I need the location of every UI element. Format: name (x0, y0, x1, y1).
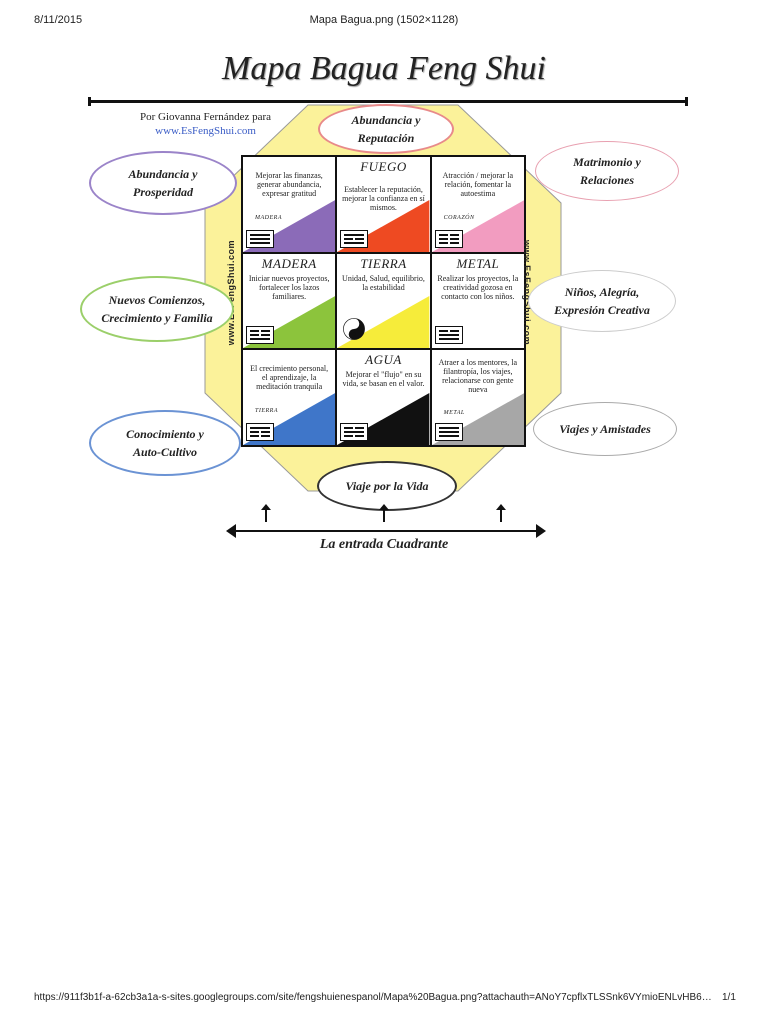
area-bottom: Viaje por la Vida (317, 461, 457, 511)
cell-helpful-people: Atraer a los mentores, la filantropía, l… (431, 350, 524, 445)
credit: Por Giovanna Fernández para www.EsFengSh… (140, 110, 271, 138)
area-line: Conocimiento y (126, 427, 204, 441)
cell-tag: METAL (443, 410, 465, 417)
cell-career: AGUA Mejorar el "flujo" en su vida, se b… (337, 350, 430, 445)
area-top: Abundancia y Reputación (318, 104, 454, 154)
trigram-icon (434, 326, 463, 345)
page-url[interactable]: https://911f3b1f-a-62cb3a1a-s-sites.goog… (34, 992, 714, 1003)
area-line: Relaciones (580, 173, 634, 187)
area-top-left: Abundancia y Prosperidad (89, 151, 237, 215)
cell-tag: MADERA (255, 215, 282, 221)
trigram-icon (340, 229, 369, 248)
area-line: Crecimiento y Familia (101, 311, 213, 325)
side-url-left: www.EsFengShui.com (226, 240, 236, 346)
area-line: Niños, Alegría, (564, 285, 640, 299)
title-rule (88, 97, 688, 106)
element-name: TIERRA (360, 255, 407, 271)
area-line: Abundancia y (351, 113, 421, 127)
arrow-up-icon (496, 504, 506, 522)
cell-description: Establecer la reputación, mejorar la con… (342, 185, 425, 212)
area-line: Viaje por la Vida (345, 479, 429, 493)
cell-wealth: Mejorar las finanzas, generar abundancia… (243, 157, 336, 252)
area-line: Abundancia y (128, 167, 198, 181)
bagua-grid: Mejorar las finanzas, generar abundancia… (241, 155, 526, 447)
cell-description: El crecimiento personal, el aprendizaje,… (250, 364, 329, 392)
element-name: METAL (456, 255, 500, 271)
trigram-icon (246, 422, 274, 441)
cell-knowledge: El crecimiento personal, el aprendizaje,… (243, 350, 336, 445)
trigram-icon (434, 229, 463, 248)
arrow-up-icon (261, 504, 271, 522)
cell-relationships: Atracción / mejorar la relación, fomenta… (431, 157, 524, 252)
cell-fame: FUEGO Establecer la reputación, mejorar … (337, 157, 430, 252)
cell-tag: CORAZÓN (443, 215, 475, 221)
diagram-title: Mapa Bagua Feng Shui (222, 50, 546, 87)
element-name: FUEGO (360, 159, 407, 174)
cell-description: Mejorar las finanzas, generar abundancia… (255, 171, 323, 198)
trigram-icon (246, 326, 274, 345)
area-mid-right: Niños, Alegría, Expresión Creativa (528, 270, 676, 332)
arrow-right-icon (536, 524, 546, 538)
cell-health: TIERRA Unidad, Salud, equilibrio, la est… (337, 253, 430, 349)
cell-description: Mejorar el "flujo" en su vida, se basan … (342, 370, 425, 389)
cell-children: METAL Realizar los proyectos, la creativ… (431, 253, 524, 349)
page-title: Mapa Bagua.png (1502×1128) (309, 14, 459, 26)
entrance-label: La entrada Cuadrante (319, 537, 449, 552)
element-name: AGUA (365, 352, 402, 368)
area-mid-left: Nuevos Comienzos, Crecimiento y Familia (80, 276, 234, 342)
side-url-right: www.EsFengShui.com (522, 240, 532, 346)
arrow-left-icon (226, 524, 236, 538)
arrow-up-icon (379, 504, 389, 522)
area-line: Nuevos Comienzos, (108, 293, 206, 307)
cell-tag: TIERRA (255, 408, 278, 415)
area-line: Expresión Creativa (554, 303, 650, 317)
area-line: Matrimonio y (573, 155, 641, 169)
credit-line: Por Giovanna Fernández para (140, 111, 272, 123)
area-line: Auto-Cultivo (132, 445, 197, 459)
credit-url[interactable]: www.EsFengShui.com (155, 125, 256, 137)
cell-description: Realizar los proyectos, la creatividad g… (437, 273, 519, 301)
area-line: Viajes y Amistades (559, 422, 651, 436)
trigram-icon (246, 229, 274, 248)
trigram-icon (340, 422, 369, 441)
trigram-icon (434, 422, 463, 441)
area-bot-left: Conocimiento y Auto-Cultivo (89, 410, 241, 476)
area-top-right: Matrimonio y Relaciones (535, 141, 679, 201)
cell-description: Atracción / mejorar la relación, fomenta… (442, 171, 514, 198)
yin-yang-icon (343, 318, 366, 341)
cell-description: Unidad, Salud, equilibrio, la estabilida… (342, 273, 425, 292)
cell-description: Atraer a los mentores, la filantropía, l… (438, 358, 518, 395)
area-line: Reputación (357, 131, 415, 145)
page-count: 1/1 (722, 992, 736, 1003)
area-bot-right: Viajes y Amistades (533, 402, 677, 456)
print-date: 8/11/2015 (34, 14, 83, 26)
element-name: MADERA (261, 255, 317, 271)
cell-family: MADERA Iniciar nuevos proyectos, fortale… (243, 253, 336, 349)
area-line: Prosperidad (132, 185, 193, 199)
entrance-line (232, 530, 540, 532)
cell-description: Iniciar nuevos proyectos, fortalecer los… (248, 273, 330, 301)
